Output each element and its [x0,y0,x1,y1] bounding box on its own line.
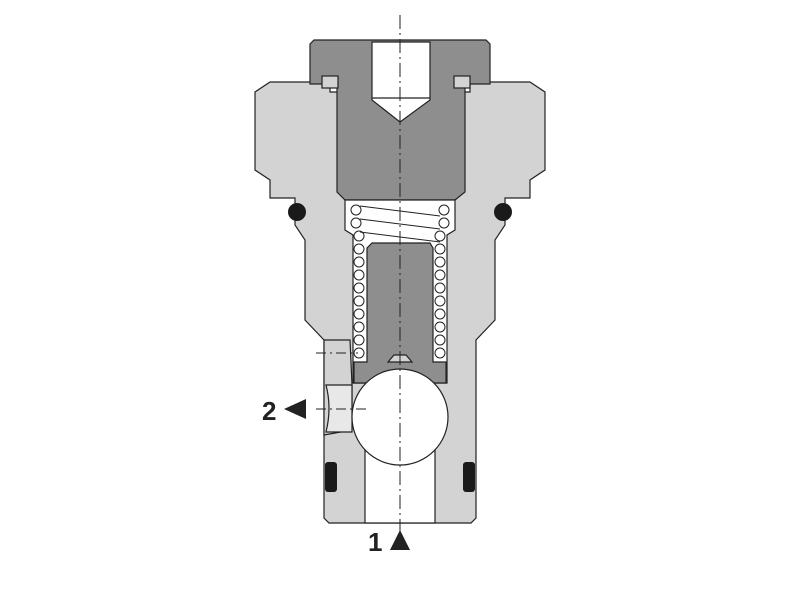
spring-coil [434,295,446,307]
spring-coil [434,230,446,242]
arrow-left-icon [284,399,306,419]
spring [350,204,450,359]
spring-coil [434,308,446,320]
arrow-up-icon [390,530,410,550]
spring-coil [434,269,446,281]
spring-coil [353,282,365,294]
spring-coil [353,295,365,307]
spring-coil [353,347,365,359]
spring-coil [350,204,362,216]
port-2-label: 2 [262,396,276,426]
lower-seal-left [325,462,337,492]
spring-coil [434,334,446,346]
port-1-label: 1 [368,527,382,557]
o-ring-right [494,203,512,221]
spring-coil [434,243,446,255]
cap-recess-left [321,75,339,89]
spring-coil [353,334,365,346]
spring-coil [353,269,365,281]
spring-coil [353,243,365,255]
cap-bore [371,41,431,123]
spring-coil [438,204,450,216]
spring-coil [353,308,365,320]
spring-coil [434,282,446,294]
spring-coil [434,256,446,268]
spring-coil [353,256,365,268]
o-ring-left [288,203,306,221]
spring-coil [434,347,446,359]
lower-seal-right [463,462,475,492]
cap-recess-right [453,75,471,89]
spring-coil [350,217,362,229]
spring-coil [438,217,450,229]
spring-coil [434,321,446,333]
spring-coil [353,321,365,333]
spring-coil [353,230,365,242]
spring-wire [359,218,441,230]
